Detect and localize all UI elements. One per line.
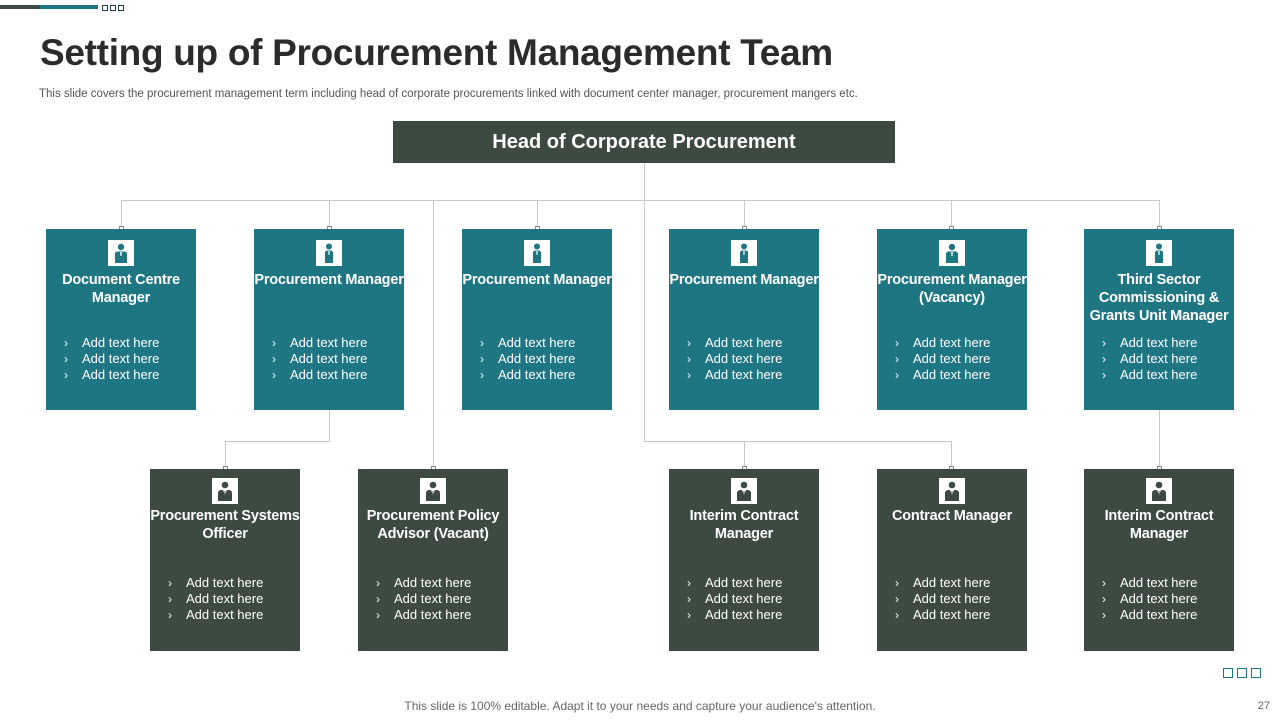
head-of-procurement-box[interactable]: Head of Corporate Procurement bbox=[393, 121, 895, 163]
role-item: ›Add text here bbox=[895, 607, 991, 622]
businessman-icon bbox=[420, 478, 446, 504]
role-item: ›Add text here bbox=[1102, 607, 1198, 622]
role-item: ›Add text here bbox=[1102, 591, 1198, 606]
person-icon bbox=[939, 240, 965, 266]
role-item: ›Add text here bbox=[168, 591, 264, 606]
role-item: ›Add text here bbox=[64, 335, 160, 350]
role-item: ›Add text here bbox=[376, 607, 472, 622]
role-item: ›Add text here bbox=[895, 351, 991, 366]
role-card-procurement-manager-vacancy[interactable]: Procurement Manager (Vacancy) ›Add text … bbox=[877, 229, 1027, 410]
slide-footer: This slide is 100% editable. Adapt it to… bbox=[404, 699, 876, 713]
role-item: ›Add text here bbox=[687, 575, 783, 590]
role-title: Procurement Manager bbox=[462, 272, 612, 288]
role-title: Procurement Policy Advisor (Vacant) bbox=[366, 508, 500, 542]
businessman-icon bbox=[1146, 478, 1172, 504]
top-accent-bar-dark bbox=[0, 5, 40, 9]
role-item: ›Add text here bbox=[1102, 335, 1198, 350]
connector-row1-drop bbox=[1159, 200, 1160, 229]
role-card-procurement-systems-officer[interactable]: Procurement Systems Officer ›Add text he… bbox=[150, 469, 300, 651]
role-title: Procurement Manager (Vacancy) bbox=[877, 272, 1027, 306]
businessman-icon bbox=[939, 478, 965, 504]
role-item: ›Add text here bbox=[895, 591, 991, 606]
role-title: Document Centre Manager bbox=[62, 272, 180, 306]
connector-head-down bbox=[644, 163, 645, 200]
slide-title: Setting up of Procurement Management Tea… bbox=[40, 32, 833, 73]
role-item: ›Add text here bbox=[272, 351, 368, 366]
connector-row1-drop bbox=[951, 200, 952, 229]
role-title: Interim Contract Manager bbox=[689, 508, 799, 542]
connector-pm-to-officer bbox=[225, 441, 330, 442]
role-item: ›Add text here bbox=[272, 367, 368, 382]
role-card-contract-manager[interactable]: Contract Manager ›Add text here ›Add tex… bbox=[877, 469, 1027, 651]
connector-officer-drop bbox=[225, 441, 226, 469]
role-card-third-sector-manager[interactable]: Third Sector Commissioning & Grants Unit… bbox=[1084, 229, 1234, 410]
connector-center-down bbox=[644, 200, 645, 441]
person-icon bbox=[731, 240, 757, 266]
role-item: ›Add text here bbox=[168, 575, 264, 590]
role-title: Procurement Manager bbox=[254, 272, 404, 288]
role-card-procurement-manager[interactable]: Procurement Manager ›Add text here ›Add … bbox=[254, 229, 404, 410]
role-card-interim-contract-manager[interactable]: Interim Contract Manager ›Add text here … bbox=[669, 469, 819, 651]
role-title: Third Sector Commissioning & Grants Unit… bbox=[1089, 272, 1229, 324]
role-item: ›Add text here bbox=[1102, 575, 1198, 590]
person-icon bbox=[1146, 240, 1172, 266]
slide-subtitle: This slide covers the procurement manage… bbox=[39, 88, 858, 100]
connector-pm-down bbox=[329, 410, 330, 441]
role-card-procurement-manager[interactable]: Procurement Manager ›Add text here ›Add … bbox=[462, 229, 612, 410]
role-card-procurement-policy-advisor[interactable]: Procurement Policy Advisor (Vacant) ›Add… bbox=[358, 469, 508, 651]
role-title: Procurement Manager bbox=[669, 272, 819, 288]
page-number: 27 bbox=[1257, 700, 1270, 712]
person-icon bbox=[316, 240, 342, 266]
role-title: Contract Manager bbox=[891, 508, 1013, 524]
role-item: ›Add text here bbox=[687, 367, 783, 382]
role-item: ›Add text here bbox=[168, 607, 264, 622]
role-card-document-centre-manager[interactable]: Document Centre Manager ›Add text here ›… bbox=[46, 229, 196, 410]
slide-nav-squares-icon bbox=[102, 5, 124, 11]
top-accent-bar-teal bbox=[40, 5, 98, 9]
role-title: Procurement Systems Officer bbox=[150, 508, 300, 542]
businessman-icon bbox=[212, 478, 238, 504]
role-item: ›Add text here bbox=[895, 575, 991, 590]
role-item: ›Add text here bbox=[687, 351, 783, 366]
role-item: ›Add text here bbox=[64, 367, 160, 382]
person-icon bbox=[524, 240, 550, 266]
person-icon bbox=[108, 240, 134, 266]
role-item: ›Add text here bbox=[687, 607, 783, 622]
connector-row1-bus bbox=[121, 200, 1160, 201]
role-item: ›Add text here bbox=[272, 335, 368, 350]
connector-contract-drop bbox=[951, 441, 952, 469]
slide-nav-squares-icon bbox=[1223, 668, 1261, 678]
businessman-icon bbox=[731, 478, 757, 504]
role-title: Interim Contract Manager bbox=[1104, 508, 1214, 542]
role-card-procurement-manager[interactable]: Procurement Manager ›Add text here ›Add … bbox=[669, 229, 819, 410]
role-item: ›Add text here bbox=[687, 591, 783, 606]
role-card-interim-contract-manager[interactable]: Interim Contract Manager ›Add text here … bbox=[1084, 469, 1234, 651]
role-item: ›Add text here bbox=[895, 367, 991, 382]
connector-third-sector-down bbox=[1159, 410, 1160, 469]
role-item: ›Add text here bbox=[895, 335, 991, 350]
role-item: ›Add text here bbox=[376, 591, 472, 606]
role-item: ›Add text here bbox=[480, 351, 576, 366]
role-item: ›Add text here bbox=[64, 351, 160, 366]
role-item: ›Add text here bbox=[1102, 367, 1198, 382]
connector-row1-drop bbox=[329, 200, 330, 229]
connector-row1-drop bbox=[744, 200, 745, 229]
connector-row1-drop bbox=[537, 200, 538, 229]
role-item: ›Add text here bbox=[687, 335, 783, 350]
role-item: ›Add text here bbox=[1102, 351, 1198, 366]
connector-interim-drop bbox=[744, 441, 745, 469]
connector-policy-advisor bbox=[433, 200, 434, 469]
role-item: ›Add text here bbox=[376, 575, 472, 590]
connector-row1-drop bbox=[121, 200, 122, 229]
role-item: ›Add text here bbox=[480, 367, 576, 382]
role-item: ›Add text here bbox=[480, 335, 576, 350]
connector-contract-bus bbox=[644, 441, 952, 442]
